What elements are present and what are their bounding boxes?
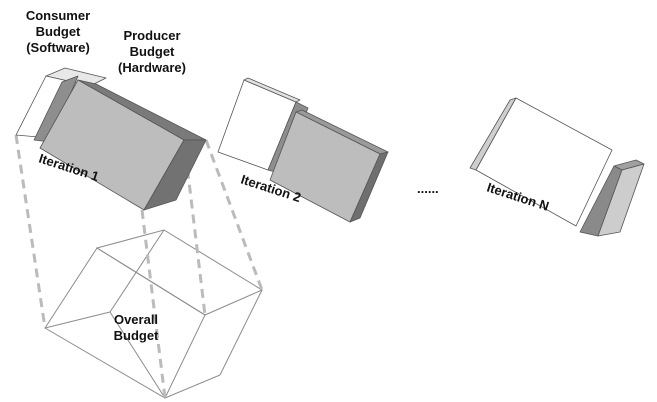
producer-label-line-2: Budget — [130, 44, 175, 59]
overall-front-face — [44, 247, 206, 399]
overall-budget-box — [44, 229, 264, 399]
consumer-label-line-2: Budget — [36, 24, 81, 39]
consumer-budget-label: Consumer Budget (Software) — [26, 8, 90, 55]
producer-budget-label: Producer Budget (Hardware) — [118, 28, 186, 75]
overall-edge — [164, 374, 221, 399]
consumer-label-line-3: (Software) — [26, 40, 90, 55]
iteration-2-blocks — [217, 77, 389, 223]
overall-edge — [219, 289, 263, 376]
ellipsis-label: ...... — [417, 181, 439, 196]
overall-budget-label: Overall Budget — [114, 312, 159, 343]
projection-lines — [14, 134, 264, 399]
consumer-label-line-1: Consumer — [26, 8, 90, 23]
projection-line — [140, 209, 167, 399]
overall-edge — [109, 229, 165, 313]
consumer-block-front — [475, 97, 613, 227]
iteration-1-blocks — [15, 67, 207, 211]
producer-block-side — [597, 163, 645, 237]
producer-label-line-3: (Hardware) — [118, 60, 186, 75]
overall-edge — [44, 311, 111, 329]
projection-line — [204, 139, 264, 291]
producer-block-side — [349, 151, 389, 223]
overall-label-line-2: Budget — [114, 328, 159, 343]
producer-block-side — [143, 139, 207, 211]
overall-edge — [109, 311, 166, 399]
overall-back-face — [95, 229, 264, 316]
iteration-n-blocks — [469, 97, 645, 237]
overall-label-line-1: Overall — [114, 312, 158, 327]
projection-line — [14, 134, 47, 329]
producer-label-line-1: Producer — [123, 28, 180, 43]
consumer-block-top — [243, 77, 301, 103]
